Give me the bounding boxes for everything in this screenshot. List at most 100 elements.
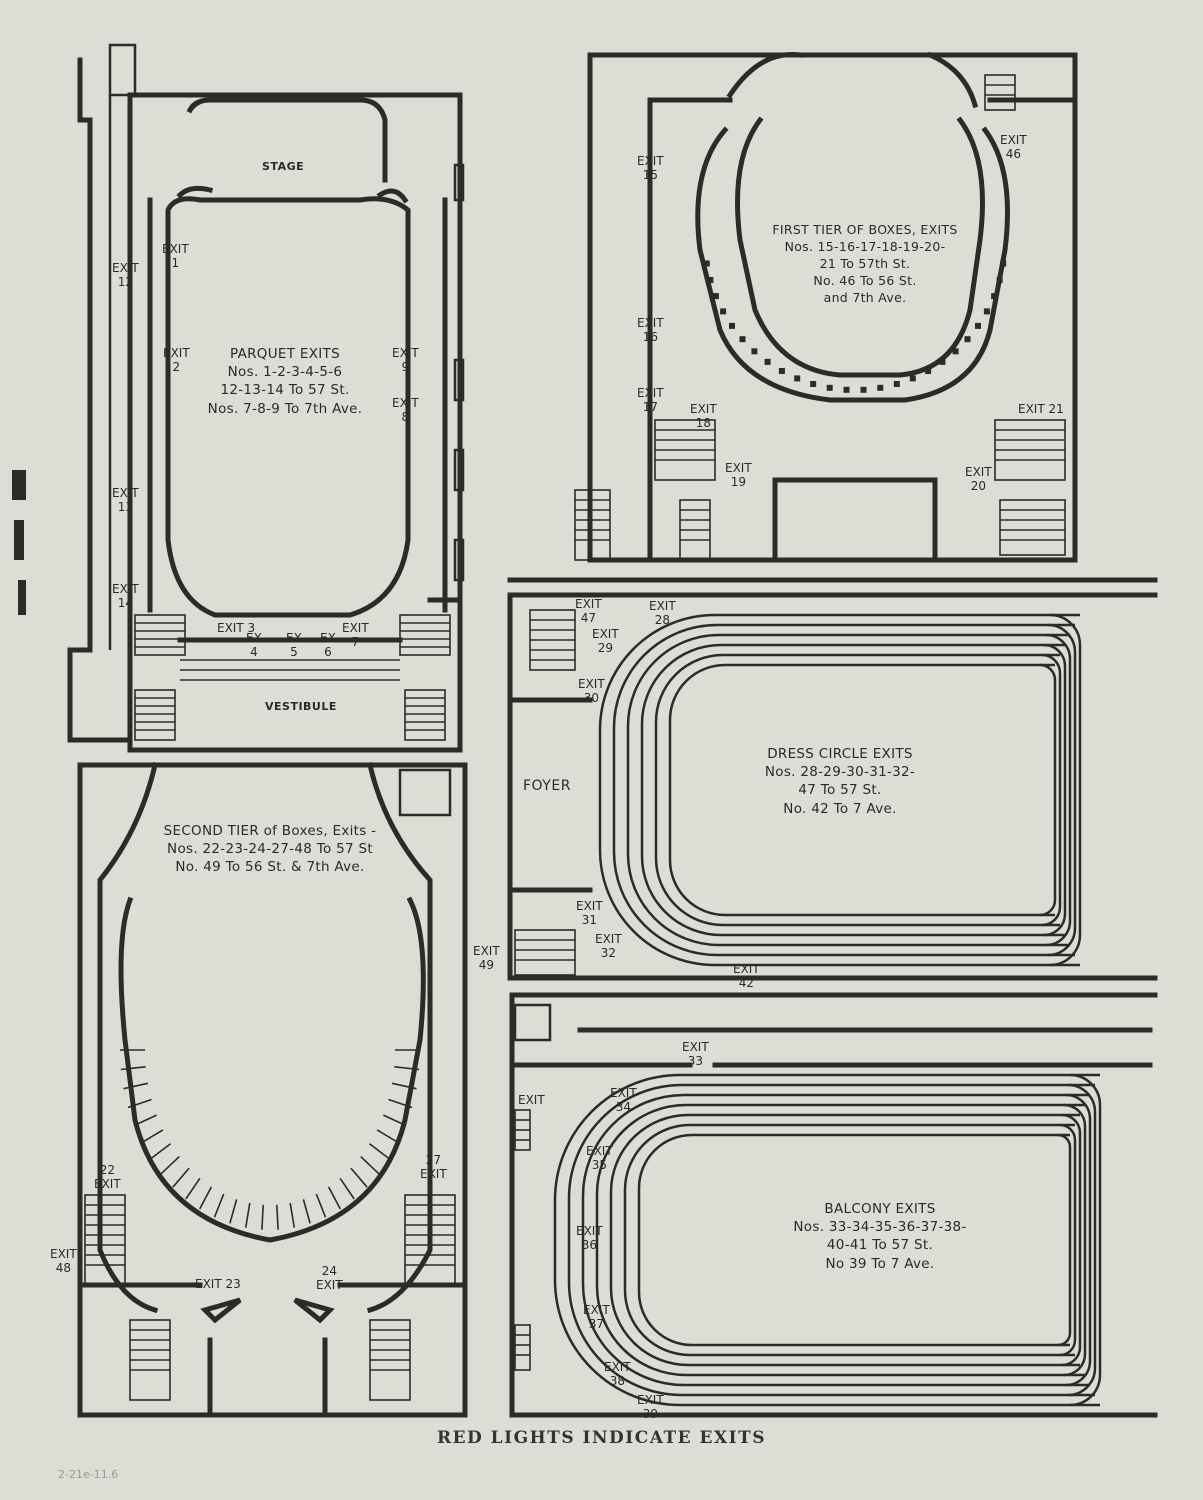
seating-row — [1059, 1123, 1077, 1357]
seating-row — [612, 623, 1075, 957]
box-marker — [810, 381, 817, 387]
box-marker — [1000, 260, 1007, 267]
box-marker — [983, 308, 990, 315]
exit-label: EX 6 — [320, 631, 336, 659]
dress-circle-caption: DRESS CIRCLE EXITS Nos. 28-29-30-31-32- … — [764, 746, 916, 817]
binding-edge — [12, 470, 26, 615]
box-partition — [276, 1204, 279, 1230]
parquet-plan — [67, 43, 465, 753]
vestibule-label: VESTIBULE — [265, 700, 337, 713]
box-marker — [991, 293, 998, 300]
exit-label: EXIT 38 — [604, 1360, 631, 1388]
box-marker — [975, 322, 981, 329]
seating-row — [581, 1093, 1090, 1387]
first-tier-caption: FIRST TIER OF BOXES, EXITS Nos. 15-16-17… — [772, 222, 958, 305]
exit-label: EXIT 13 — [112, 486, 139, 514]
seating-row — [654, 653, 1060, 927]
exit-label: EX 4 — [246, 631, 262, 659]
seating-row — [1065, 1093, 1092, 1387]
box-partition — [123, 1082, 149, 1090]
box-partition — [133, 1114, 157, 1127]
box-markers — [120, 260, 1007, 1230]
exit-label: EXIT 30 — [578, 677, 605, 705]
exit-label: EXIT 9 — [392, 346, 419, 374]
box-marker — [877, 384, 884, 391]
box-marker — [778, 368, 785, 374]
seating-row — [1041, 653, 1062, 927]
first-tier-plan — [574, 51, 1078, 563]
box-partition — [127, 1098, 152, 1109]
seating-row — [626, 633, 1070, 947]
box-partition — [302, 1199, 311, 1224]
balcony-caption: BALCONY EXITS Nos. 33-34-35-36-37-38- 40… — [793, 1201, 967, 1272]
exit-label: 24 EXIT — [316, 1264, 343, 1292]
box-marker — [707, 277, 714, 283]
box-partition — [160, 1156, 180, 1175]
box-marker — [751, 348, 758, 355]
box-partition — [388, 1098, 413, 1109]
seating-row — [595, 1103, 1085, 1377]
seating-row — [1063, 1103, 1087, 1377]
exit-label: EXIT 42 — [733, 962, 760, 990]
exit-label: EXIT 34 — [610, 1086, 637, 1114]
box-partition — [198, 1186, 213, 1210]
exit-label: EXIT 46 — [1000, 133, 1027, 161]
exit-label: EXIT 21 — [1018, 402, 1064, 416]
seating-row — [637, 1133, 1070, 1347]
seating-row — [1069, 1073, 1102, 1407]
box-marker — [712, 293, 719, 300]
exit-label: 22 EXIT — [94, 1163, 121, 1191]
box-marker — [996, 277, 1003, 283]
box-partition — [141, 1129, 164, 1144]
box-partition — [339, 1177, 355, 1200]
pencil-annotation: 2-21e-11.6 — [58, 1468, 119, 1481]
box-partition — [391, 1082, 417, 1090]
box-partition — [229, 1199, 238, 1224]
box-partition — [213, 1193, 225, 1218]
box-marker — [703, 260, 710, 267]
exit-label: EXIT 36 — [576, 1224, 603, 1252]
seating-row — [1045, 633, 1072, 947]
box-marker — [843, 386, 850, 393]
seating-row — [623, 1123, 1075, 1357]
seating-row — [598, 613, 1080, 967]
exit-label: EXIT 12 — [112, 261, 139, 289]
box-partition — [289, 1202, 296, 1228]
box-partition — [383, 1114, 407, 1127]
box-partition — [261, 1204, 264, 1230]
seating-curves — [553, 613, 1102, 1407]
balcony-plan — [509, 992, 1158, 1418]
seating-row — [1043, 643, 1067, 937]
seating-row — [1047, 623, 1077, 957]
seating-row — [609, 1113, 1080, 1367]
exit-label: EXIT 8 — [392, 396, 419, 424]
dress-circle-plan — [507, 577, 1158, 981]
parquet-caption: PARQUET EXITS Nos. 1-2-3-4-5-6 12-13-14 … — [207, 346, 363, 417]
exit-label: EXIT 2 — [163, 346, 190, 374]
box-marker — [720, 308, 727, 315]
exit-label: EXIT 31 — [576, 899, 603, 927]
exit-label: EXIT 28 — [649, 599, 676, 627]
seating-row — [1039, 663, 1057, 917]
exit-label: EXIT — [518, 1093, 545, 1107]
second-tier-plan — [77, 762, 468, 1418]
box-partition — [172, 1167, 190, 1188]
stage-label: STAGE — [262, 160, 305, 173]
exit-label: EXIT 18 — [690, 402, 717, 430]
box-marker — [939, 358, 946, 365]
exit-label: EXIT 7 — [342, 621, 369, 649]
exit-label: EXIT 49 — [473, 944, 500, 972]
box-partition — [120, 1066, 146, 1071]
box-partition — [360, 1156, 380, 1175]
box-marker — [739, 336, 746, 343]
box-marker — [964, 336, 971, 343]
exit-label: EXIT 20 — [965, 465, 992, 493]
exit-label: EXIT 23 — [195, 1277, 241, 1291]
box-marker — [729, 322, 735, 329]
exit-label: EXIT 1 — [162, 242, 189, 270]
seating-row — [1057, 1133, 1072, 1347]
exit-label: EXIT 3 — [217, 621, 256, 635]
exit-label: EXIT 14 — [112, 582, 139, 610]
exit-label: EXIT 39 — [637, 1393, 664, 1421]
